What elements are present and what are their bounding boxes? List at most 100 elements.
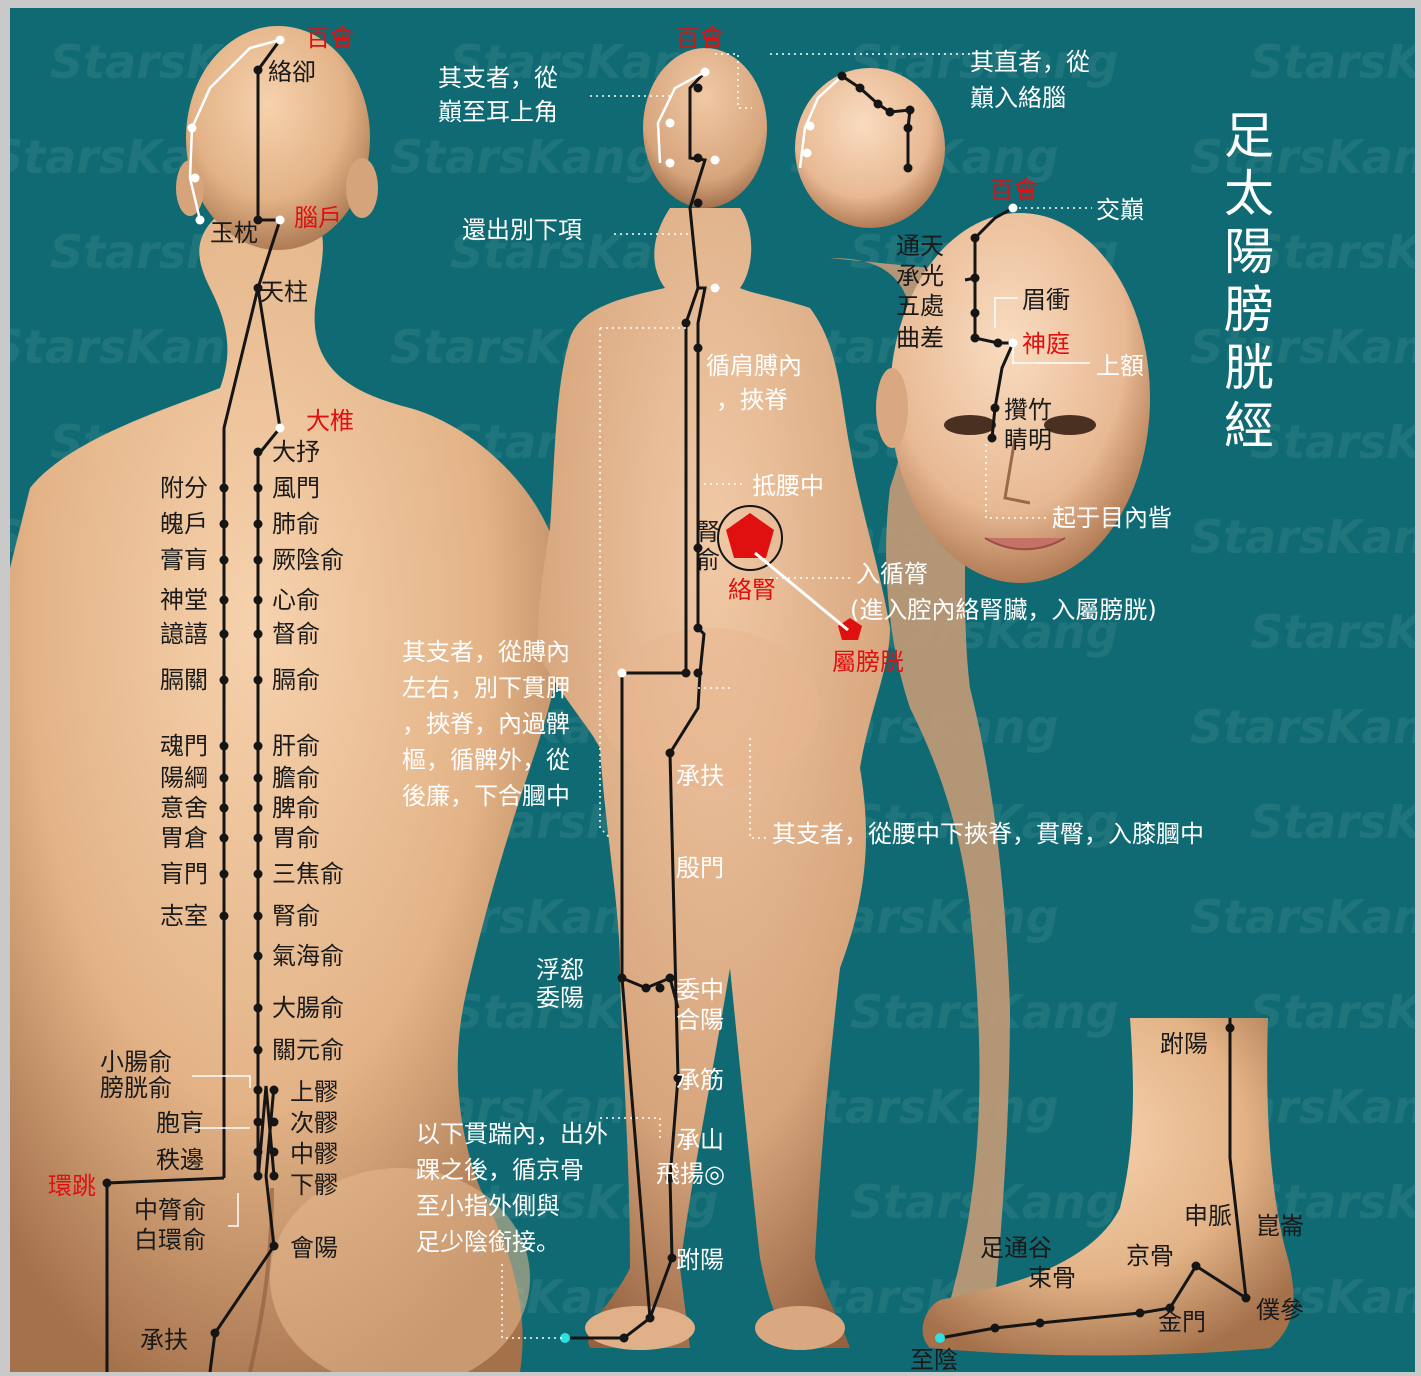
acupoint-dot (666, 974, 675, 983)
acupoint-dot (254, 556, 263, 565)
inner-line-label: 肺俞 (272, 510, 320, 538)
acupoint-dot (656, 984, 665, 993)
outer-line-label: 意舍 (160, 794, 208, 822)
acupoint-dot (254, 676, 263, 685)
note-shoulder-branch-3: ，挾脊，內過髀 (402, 710, 570, 738)
acupoint-dot (220, 774, 229, 783)
acupoint-dot (971, 274, 980, 283)
inner-line-label: 風門 (272, 474, 320, 502)
label-shenting: 神庭 (1022, 330, 1070, 358)
title-char: 胱 (1224, 339, 1274, 397)
acupoint-dot (254, 804, 263, 813)
title-char: 足 (1224, 107, 1274, 165)
middle-figure-foot (585, 1306, 695, 1350)
acupoint-dot (694, 84, 703, 93)
acupoint-dot (711, 284, 720, 293)
acupoint-dot (642, 984, 651, 993)
label-zhiyin: 至陰 (910, 1346, 958, 1372)
label-huantiao: 環跳 (48, 1172, 96, 1200)
outer-line-label: 魂門 (160, 732, 208, 760)
label-shen: 腎 (696, 518, 720, 546)
label-jinggu: 京骨 (1126, 1242, 1174, 1270)
acupoint-dot (682, 669, 691, 678)
label-shugu: 束骨 (1028, 1264, 1076, 1292)
acupoint-dot (196, 216, 205, 225)
label-naohu: 腦戶 (294, 204, 342, 232)
label-yinmen: 殷門 (676, 854, 724, 882)
acupoint-dot (220, 804, 229, 813)
acupoint-dot (254, 448, 263, 457)
label-chengguang: 承光 (896, 262, 944, 290)
acupoint-dot (191, 174, 200, 183)
middle-figure-foot (755, 1306, 845, 1350)
acupoint-dot (254, 630, 263, 639)
note-shoulder-branch-4: 樞，循髀外，從 (402, 746, 570, 774)
title-char: 膀 (1224, 281, 1274, 339)
acupoint-dot (276, 36, 285, 45)
label-wuchu: 五處 (896, 292, 944, 320)
note-start: 起于目內眥 (1052, 504, 1172, 532)
inner-line-label: 腎俞 (272, 902, 320, 930)
note-ankle-2: 踝之後，循京骨 (416, 1156, 584, 1184)
note-neck: 還出別下項 (462, 216, 582, 244)
label-shenmai: 申脈 (1184, 1202, 1232, 1230)
note-shoulder: 循肩膊內 (706, 352, 802, 380)
inner-line-label: 關元俞 (272, 1036, 344, 1064)
label-weizhong: 委中 (676, 976, 724, 1004)
note-waist-branch: 其支者，從腰中下挾脊，貫臀，入膝膕中 (772, 820, 1204, 848)
acupoint-dot (270, 1118, 279, 1127)
label-jinmen: 金門 (1158, 1308, 1206, 1336)
label-xiaochangshu: 小腸俞 (100, 1048, 172, 1076)
label-shu: 俞 (696, 546, 720, 574)
note-straight-2: 巔入絡腦 (970, 84, 1066, 112)
label-fuyang-foot: 跗陽 (1160, 1030, 1208, 1058)
acupoint-dot (103, 1179, 112, 1188)
label-jingming: 睛明 (1004, 426, 1052, 454)
acupoint-dot (711, 156, 720, 165)
acupoint-dot (220, 742, 229, 751)
label-baihuanshu: 白環俞 (134, 1226, 206, 1254)
label-meichong: 眉衝 (1022, 286, 1070, 314)
label-zhonglvshu: 中膂俞 (134, 1196, 206, 1224)
label-jiaodian: 交巔 (1096, 196, 1144, 224)
label-heyang: 合陽 (676, 1006, 724, 1034)
acupoint-dot (904, 124, 913, 133)
acupoint-dot (220, 484, 229, 493)
label-pangguangshu: 膀胱俞 (100, 1074, 172, 1102)
side-figure-head (795, 68, 945, 228)
acupoint-dot (971, 309, 980, 318)
inner-line-label: 厥陰俞 (272, 546, 344, 574)
label-chengjin: 承筋 (676, 1066, 724, 1094)
title-char: 經 (1224, 397, 1274, 455)
label-luoshen: 絡腎 (728, 576, 776, 604)
face-eye (944, 415, 996, 435)
note-entry-1: 入循膂 (856, 560, 928, 588)
acupoint-dot (620, 1334, 629, 1343)
label-kunlun: 崑崙 (1256, 1212, 1304, 1240)
acupoint-dot (694, 624, 703, 633)
acupoint-dot (276, 424, 285, 433)
acupoint-dot (254, 912, 263, 921)
illustration-frame: StarsKangStarsKangStarsKangStarsKangStar… (10, 8, 1415, 1372)
acupoint-dot (220, 556, 229, 565)
note-ankle-3: 至小指外側與 (416, 1192, 560, 1220)
acupoint-dot (220, 870, 229, 879)
acupoint-dot (886, 108, 895, 117)
acupoint-dot (806, 122, 815, 131)
label-baohuang: 胞肓 (156, 1109, 204, 1137)
label-chengfu-back: 承扶 (140, 1326, 188, 1354)
label-baihui: 百會 (306, 24, 354, 52)
acupoint-dot (220, 520, 229, 529)
label-shangliao: 上髎 (290, 1078, 338, 1106)
watermark-text: StarsKang (1190, 700, 1415, 754)
acupoint-dot (666, 159, 675, 168)
label-bladder: 屬膀胱 (832, 648, 904, 676)
middle-figure: 百會 其支者，從 巔至耳上角 還出別下項 循肩膊內 ，挾脊 抵腰中 腎 俞 絡腎… (402, 24, 1204, 1350)
acupoint-dot (254, 520, 263, 529)
note-branch-2: 巔至耳上角 (438, 98, 558, 126)
label-fuyang: 跗陽 (676, 1246, 724, 1274)
acupoint-dot (254, 1148, 263, 1157)
acupoint-dot (270, 1148, 279, 1157)
acupoint-dot (694, 154, 703, 163)
acupoint-dot (220, 630, 229, 639)
